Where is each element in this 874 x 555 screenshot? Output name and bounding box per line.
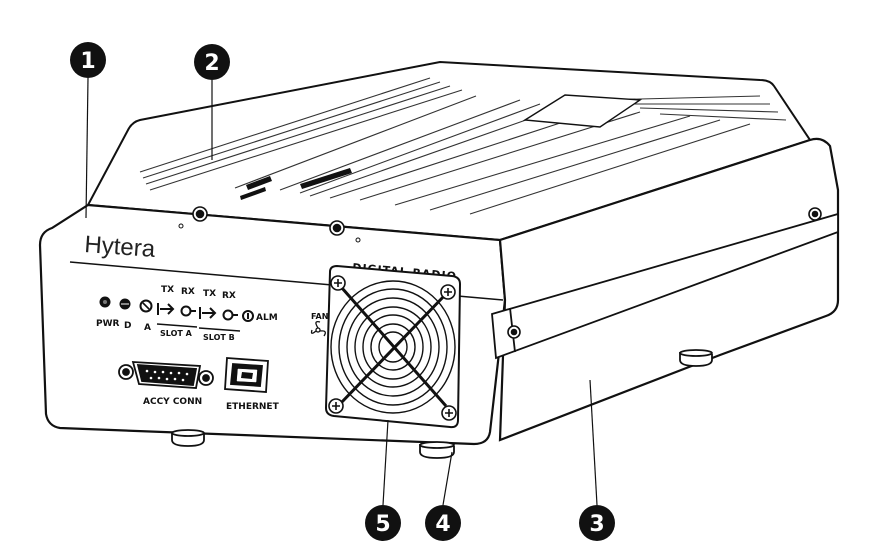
label-d: D <box>124 321 131 331</box>
label-a: A <box>144 323 151 333</box>
accy-connector <box>118 361 214 389</box>
label-alm: ALM <box>256 313 278 323</box>
alarm-icon <box>242 310 254 322</box>
callout-number: 3 <box>589 512 604 537</box>
label-fan: FAN <box>311 312 328 321</box>
top-print-marks <box>240 168 352 200</box>
foot <box>419 441 455 459</box>
small-hole <box>178 223 184 229</box>
accy-pins <box>145 369 189 382</box>
slot-underlines <box>156 323 241 332</box>
fan-icon <box>310 320 326 337</box>
led-pwr <box>99 296 111 308</box>
led-d <box>119 298 131 310</box>
callout-2: 2 <box>194 44 230 80</box>
leader-lines <box>85 77 598 506</box>
foot <box>171 429 205 447</box>
label-slot-a: SLOT A <box>160 329 193 338</box>
tx-arrow-icon <box>157 303 175 315</box>
rx-indicator-icon <box>222 309 238 321</box>
side-screw <box>507 325 521 339</box>
fan-screw <box>440 284 456 300</box>
fan-grille <box>330 280 456 414</box>
label-rx-a: RX <box>181 287 195 297</box>
rx-indicator-icon <box>180 305 196 317</box>
callout-3: 3 <box>579 505 615 541</box>
tx-arrow-icon <box>199 307 217 319</box>
label-slot-b: SLOT B <box>203 333 235 342</box>
fan-screw <box>330 275 346 291</box>
callout-number: 5 <box>375 512 390 537</box>
callout-number: 1 <box>80 49 95 74</box>
label-ethernet: ETHERNET <box>226 402 280 412</box>
front-screw-left <box>192 206 208 222</box>
callout-1: 1 <box>70 42 106 78</box>
callout-5: 5 <box>365 505 401 541</box>
side-screw <box>808 207 822 221</box>
label-tx-b: TX <box>203 289 216 299</box>
led-a <box>139 299 153 313</box>
foot <box>679 349 713 367</box>
fan-cross-guard <box>338 287 448 407</box>
label-tx-a: TX <box>161 285 174 295</box>
label-accy-conn: ACCY CONN <box>143 397 202 407</box>
fan-screw <box>328 398 344 414</box>
front-screw-right <box>329 220 345 236</box>
label-pwr: PWR <box>96 319 120 329</box>
small-hole <box>355 237 361 243</box>
label-rx-b: RX <box>222 291 236 301</box>
top-label-plate <box>522 94 643 128</box>
callout-4: 4 <box>425 505 461 541</box>
callout-number: 2 <box>204 51 219 76</box>
callout-number: 4 <box>435 512 450 537</box>
fan-screw <box>441 405 457 421</box>
ethernet-port <box>224 357 269 393</box>
brand-logo: Hytera <box>84 231 157 263</box>
